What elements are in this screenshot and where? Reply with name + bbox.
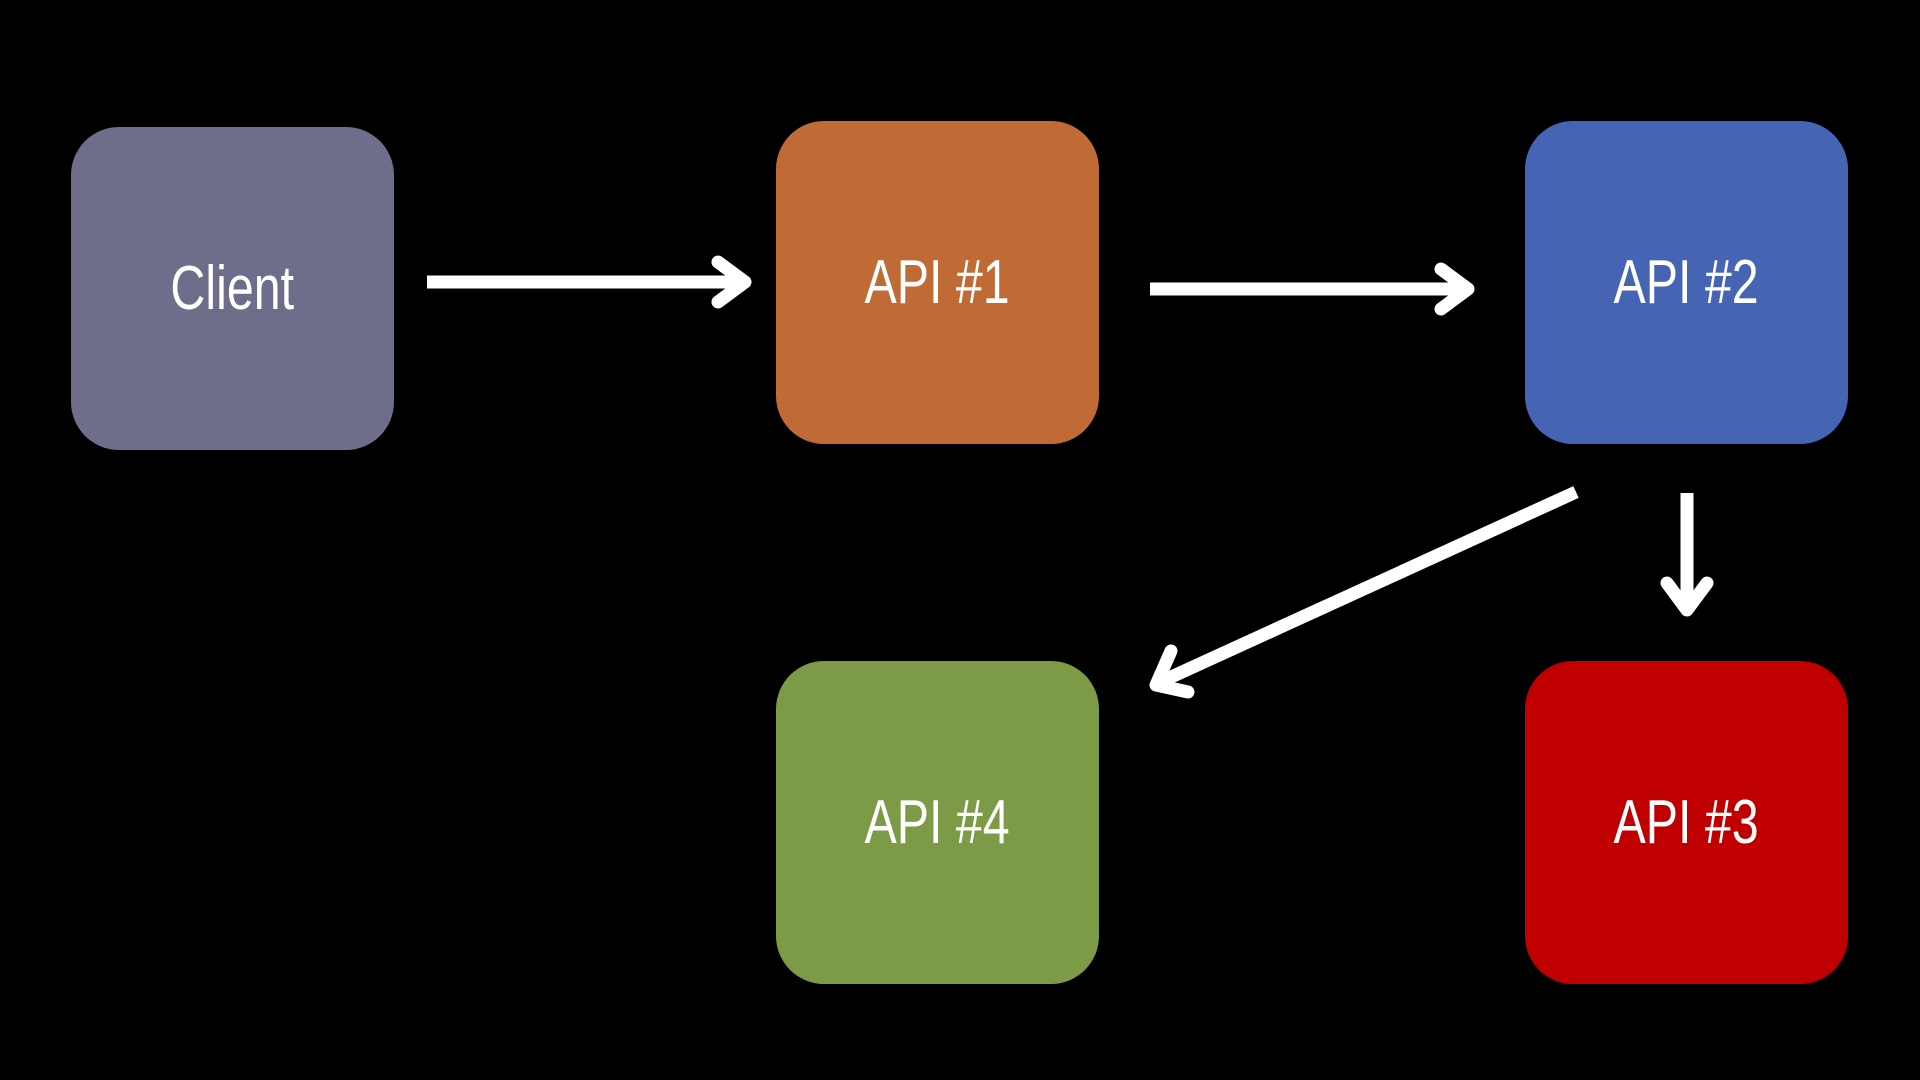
api-2-node: API #2	[1525, 121, 1848, 444]
api-3-node: API #3	[1525, 661, 1848, 984]
arrow-api2-to-api3	[1660, 493, 1714, 617]
api-3-node-label: API #3	[1613, 788, 1760, 857]
api-2-node-label: API #2	[1613, 248, 1760, 317]
client-node: Client	[71, 127, 394, 450]
arrow-client-to-api1	[427, 255, 752, 309]
api-4-node: API #4	[776, 661, 1099, 984]
api-1-node: API #1	[776, 121, 1099, 444]
arrow-api1-to-api2	[1150, 262, 1475, 316]
api-1-node-label: API #1	[864, 248, 1011, 317]
arrow-api2-to-api4	[1149, 486, 1579, 699]
api-4-node-label: API #4	[864, 788, 1011, 857]
client-node-label: Client	[170, 254, 295, 323]
